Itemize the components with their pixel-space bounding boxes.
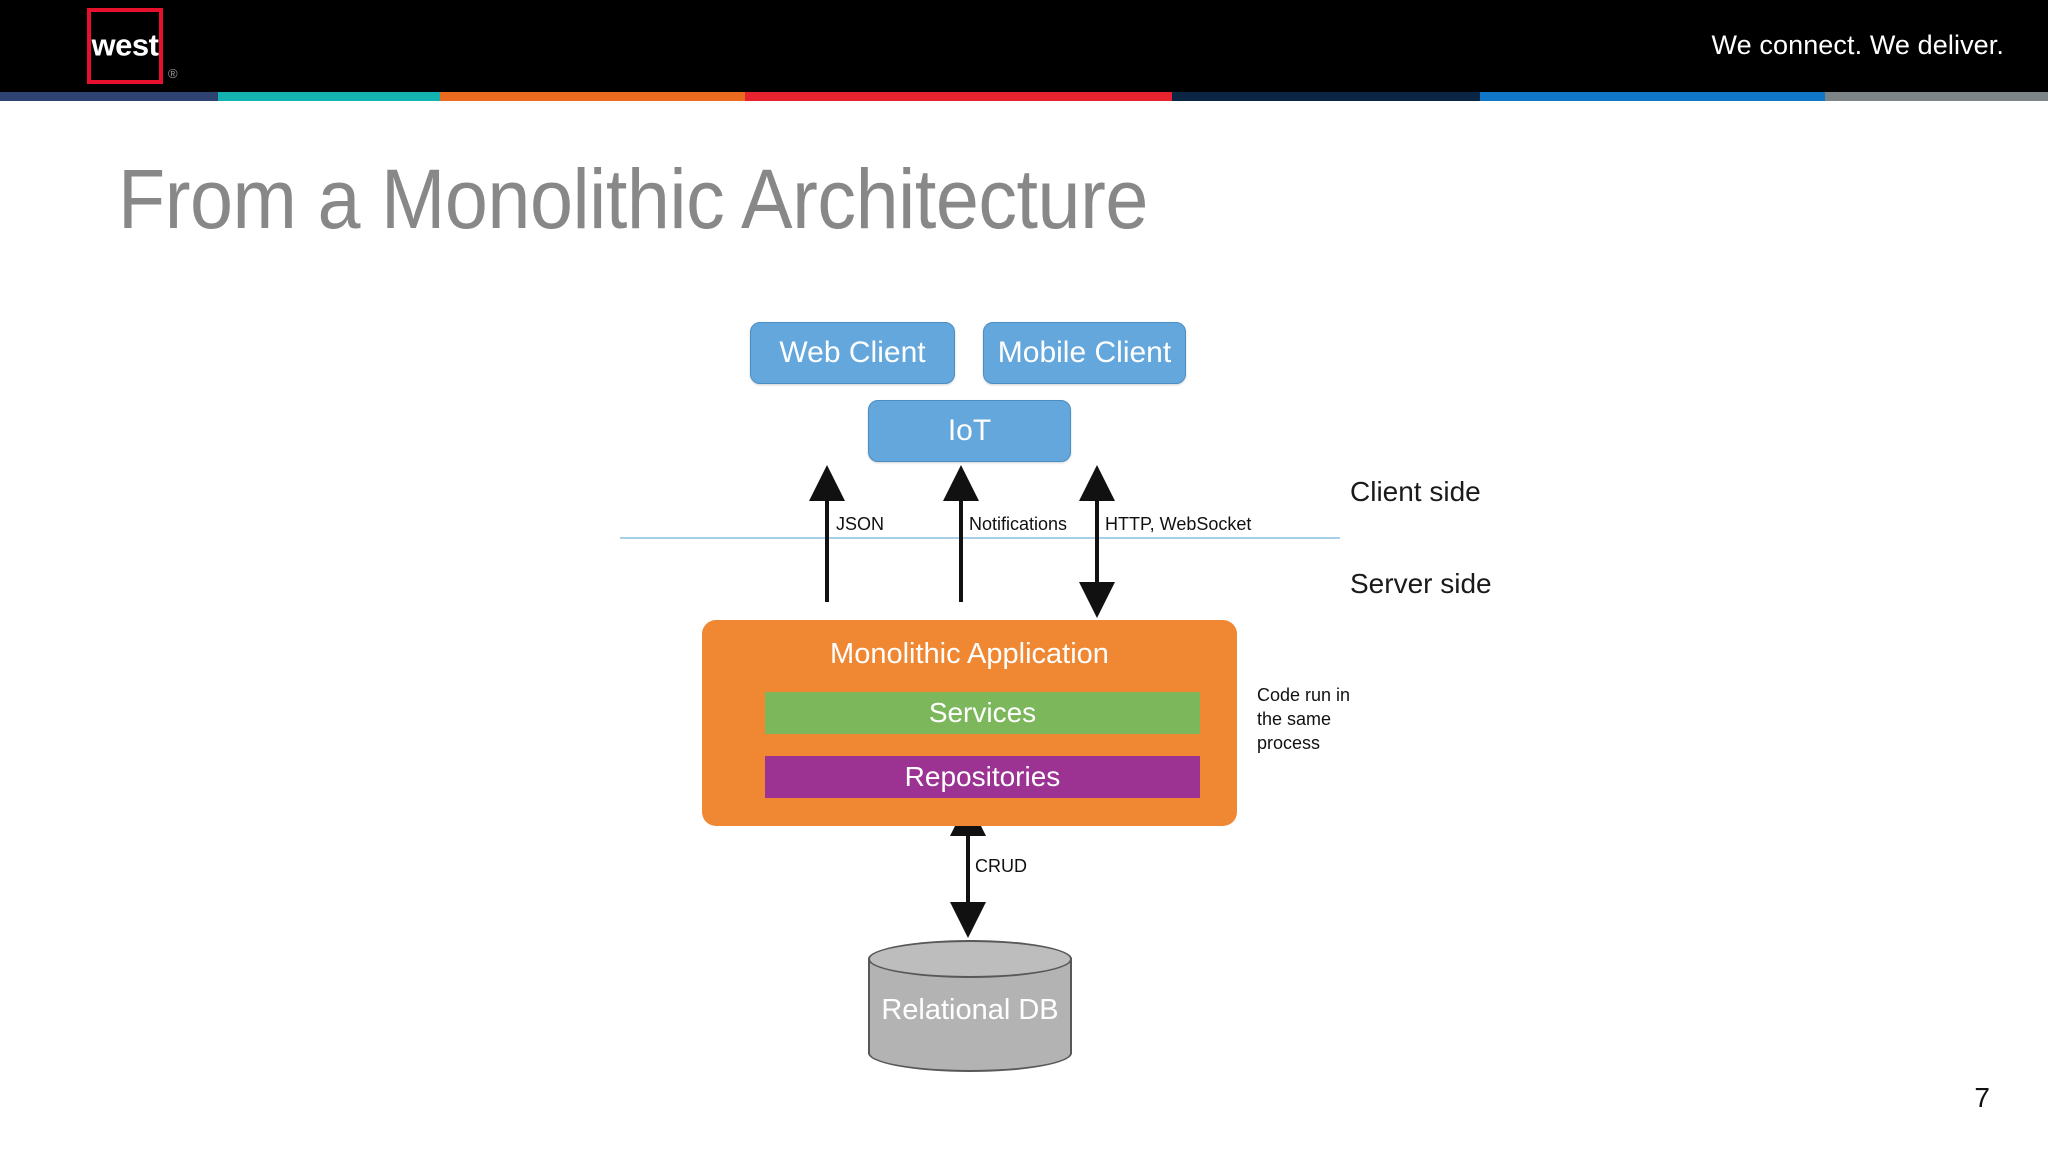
client-box-web-label: Web Client: [779, 336, 926, 369]
colorbar-segment-orange: [440, 92, 745, 101]
server-side-label: Server side: [1350, 568, 1492, 599]
west-logo: west: [87, 8, 163, 84]
process-note: Code run in the same process: [1257, 685, 1351, 753]
monolithic-application-box: Monolithic Application Services Reposito…: [702, 620, 1237, 826]
client-box-iot: IoT: [868, 400, 1071, 462]
layer-services: Services: [765, 692, 1200, 734]
registered-trademark-icon: ®: [168, 66, 178, 81]
header-tagline: We connect. We deliver.: [1711, 30, 2004, 60]
connection-label-http-websocket: HTTP, WebSocket: [1105, 514, 1252, 534]
relational-database-cylinder: Relational DB: [868, 940, 1072, 1072]
client-box-iot-label: IoT: [947, 414, 992, 447]
colorbar-segment-blue: [1480, 92, 1825, 101]
layer-repositories-label: Repositories: [904, 761, 1061, 792]
client-box-web: Web Client: [750, 322, 955, 384]
db-cylinder-top: [868, 940, 1072, 978]
connection-label-json: JSON: [836, 514, 885, 534]
monolith-title: Monolithic Application: [830, 638, 1109, 670]
brand-color-bar: [0, 92, 2048, 101]
colorbar-segment-red: [745, 92, 1172, 101]
slide-header: west ® We connect. We deliver.: [0, 0, 2048, 92]
db-label: Relational DB: [881, 994, 1059, 1026]
client-box-mobile-label: Mobile Client: [997, 336, 1172, 369]
connection-label-notifications: Notifications: [969, 514, 1068, 534]
page-title: From a Monolithic Architecture: [118, 152, 1148, 246]
layer-services-label: Services: [928, 697, 1037, 728]
colorbar-segment-teal: [218, 92, 440, 101]
logo-wordmark: west: [91, 27, 159, 63]
client-side-label: Client side: [1350, 476, 1481, 507]
slide-page-number: 7: [1974, 1082, 1990, 1113]
client-box-mobile: Mobile Client: [983, 322, 1186, 384]
client-server-divider: [620, 537, 1340, 539]
layer-repositories: Repositories: [765, 756, 1200, 798]
colorbar-segment-navy: [0, 92, 218, 101]
colorbar-segment-darknavy: [1172, 92, 1480, 101]
colorbar-segment-gray: [1825, 92, 2048, 101]
connection-label-crud: CRUD: [975, 856, 1027, 876]
